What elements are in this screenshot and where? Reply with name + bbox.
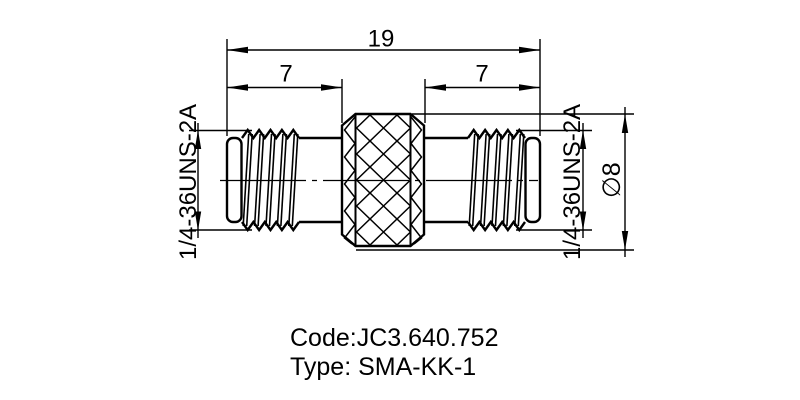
arrowhead-left (425, 84, 446, 91)
diameter-label: ∅8 (598, 162, 626, 198)
arrowhead-bottom (579, 211, 587, 231)
caption-type-line: Type: SMA-KK-1 (290, 353, 476, 381)
dimension-overall-length: 19 (226, 26, 541, 136)
caption-code-line: Code:JC3.640.752 (290, 324, 498, 352)
dimension-7-right-label: 7 (475, 61, 488, 88)
arrowhead-left (227, 84, 248, 91)
arrowhead-top (621, 114, 629, 133)
right-end-cap (524, 136, 542, 224)
left-end-cap (225, 136, 243, 224)
dimension-19-label: 19 (368, 26, 395, 53)
dimension-left-length: 7 (227, 61, 343, 123)
knurl-pattern (356, 115, 410, 245)
knurled-body (340, 112, 426, 248)
dimension-7-left-label: 7 (279, 61, 292, 88)
arrowhead-bottom (621, 231, 629, 250)
dimension-right-length: 7 (424, 61, 540, 123)
caption: Code:JC3.640.752 Type: SMA-KK-1 (290, 324, 498, 381)
body-outline (340, 112, 426, 248)
right-neck (424, 136, 468, 224)
arrowhead-right (519, 84, 540, 91)
arrowhead-top (579, 130, 587, 149)
left-chamfer-knurl (343, 116, 356, 245)
thread-spec-right-label: 1/4-36UNS-2A (559, 104, 586, 260)
thread-callout-left: 1/4-36UNS-2A (175, 104, 252, 260)
thread-callout-right: 1/4-36UNS-2A (516, 104, 592, 260)
arrowhead-bottom (194, 211, 202, 231)
arrowhead-right (321, 84, 342, 91)
thread-spec-left-label: 1/4-36UNS-2A (175, 104, 202, 260)
arrowhead-left (227, 46, 248, 54)
connector-outline (225, 136, 542, 224)
right-chamfer-knurl (410, 116, 423, 245)
arrowhead-right (519, 46, 540, 54)
diameter-callout: ∅8 (356, 107, 634, 257)
left-neck (299, 136, 342, 224)
arrowhead-top (194, 130, 202, 149)
